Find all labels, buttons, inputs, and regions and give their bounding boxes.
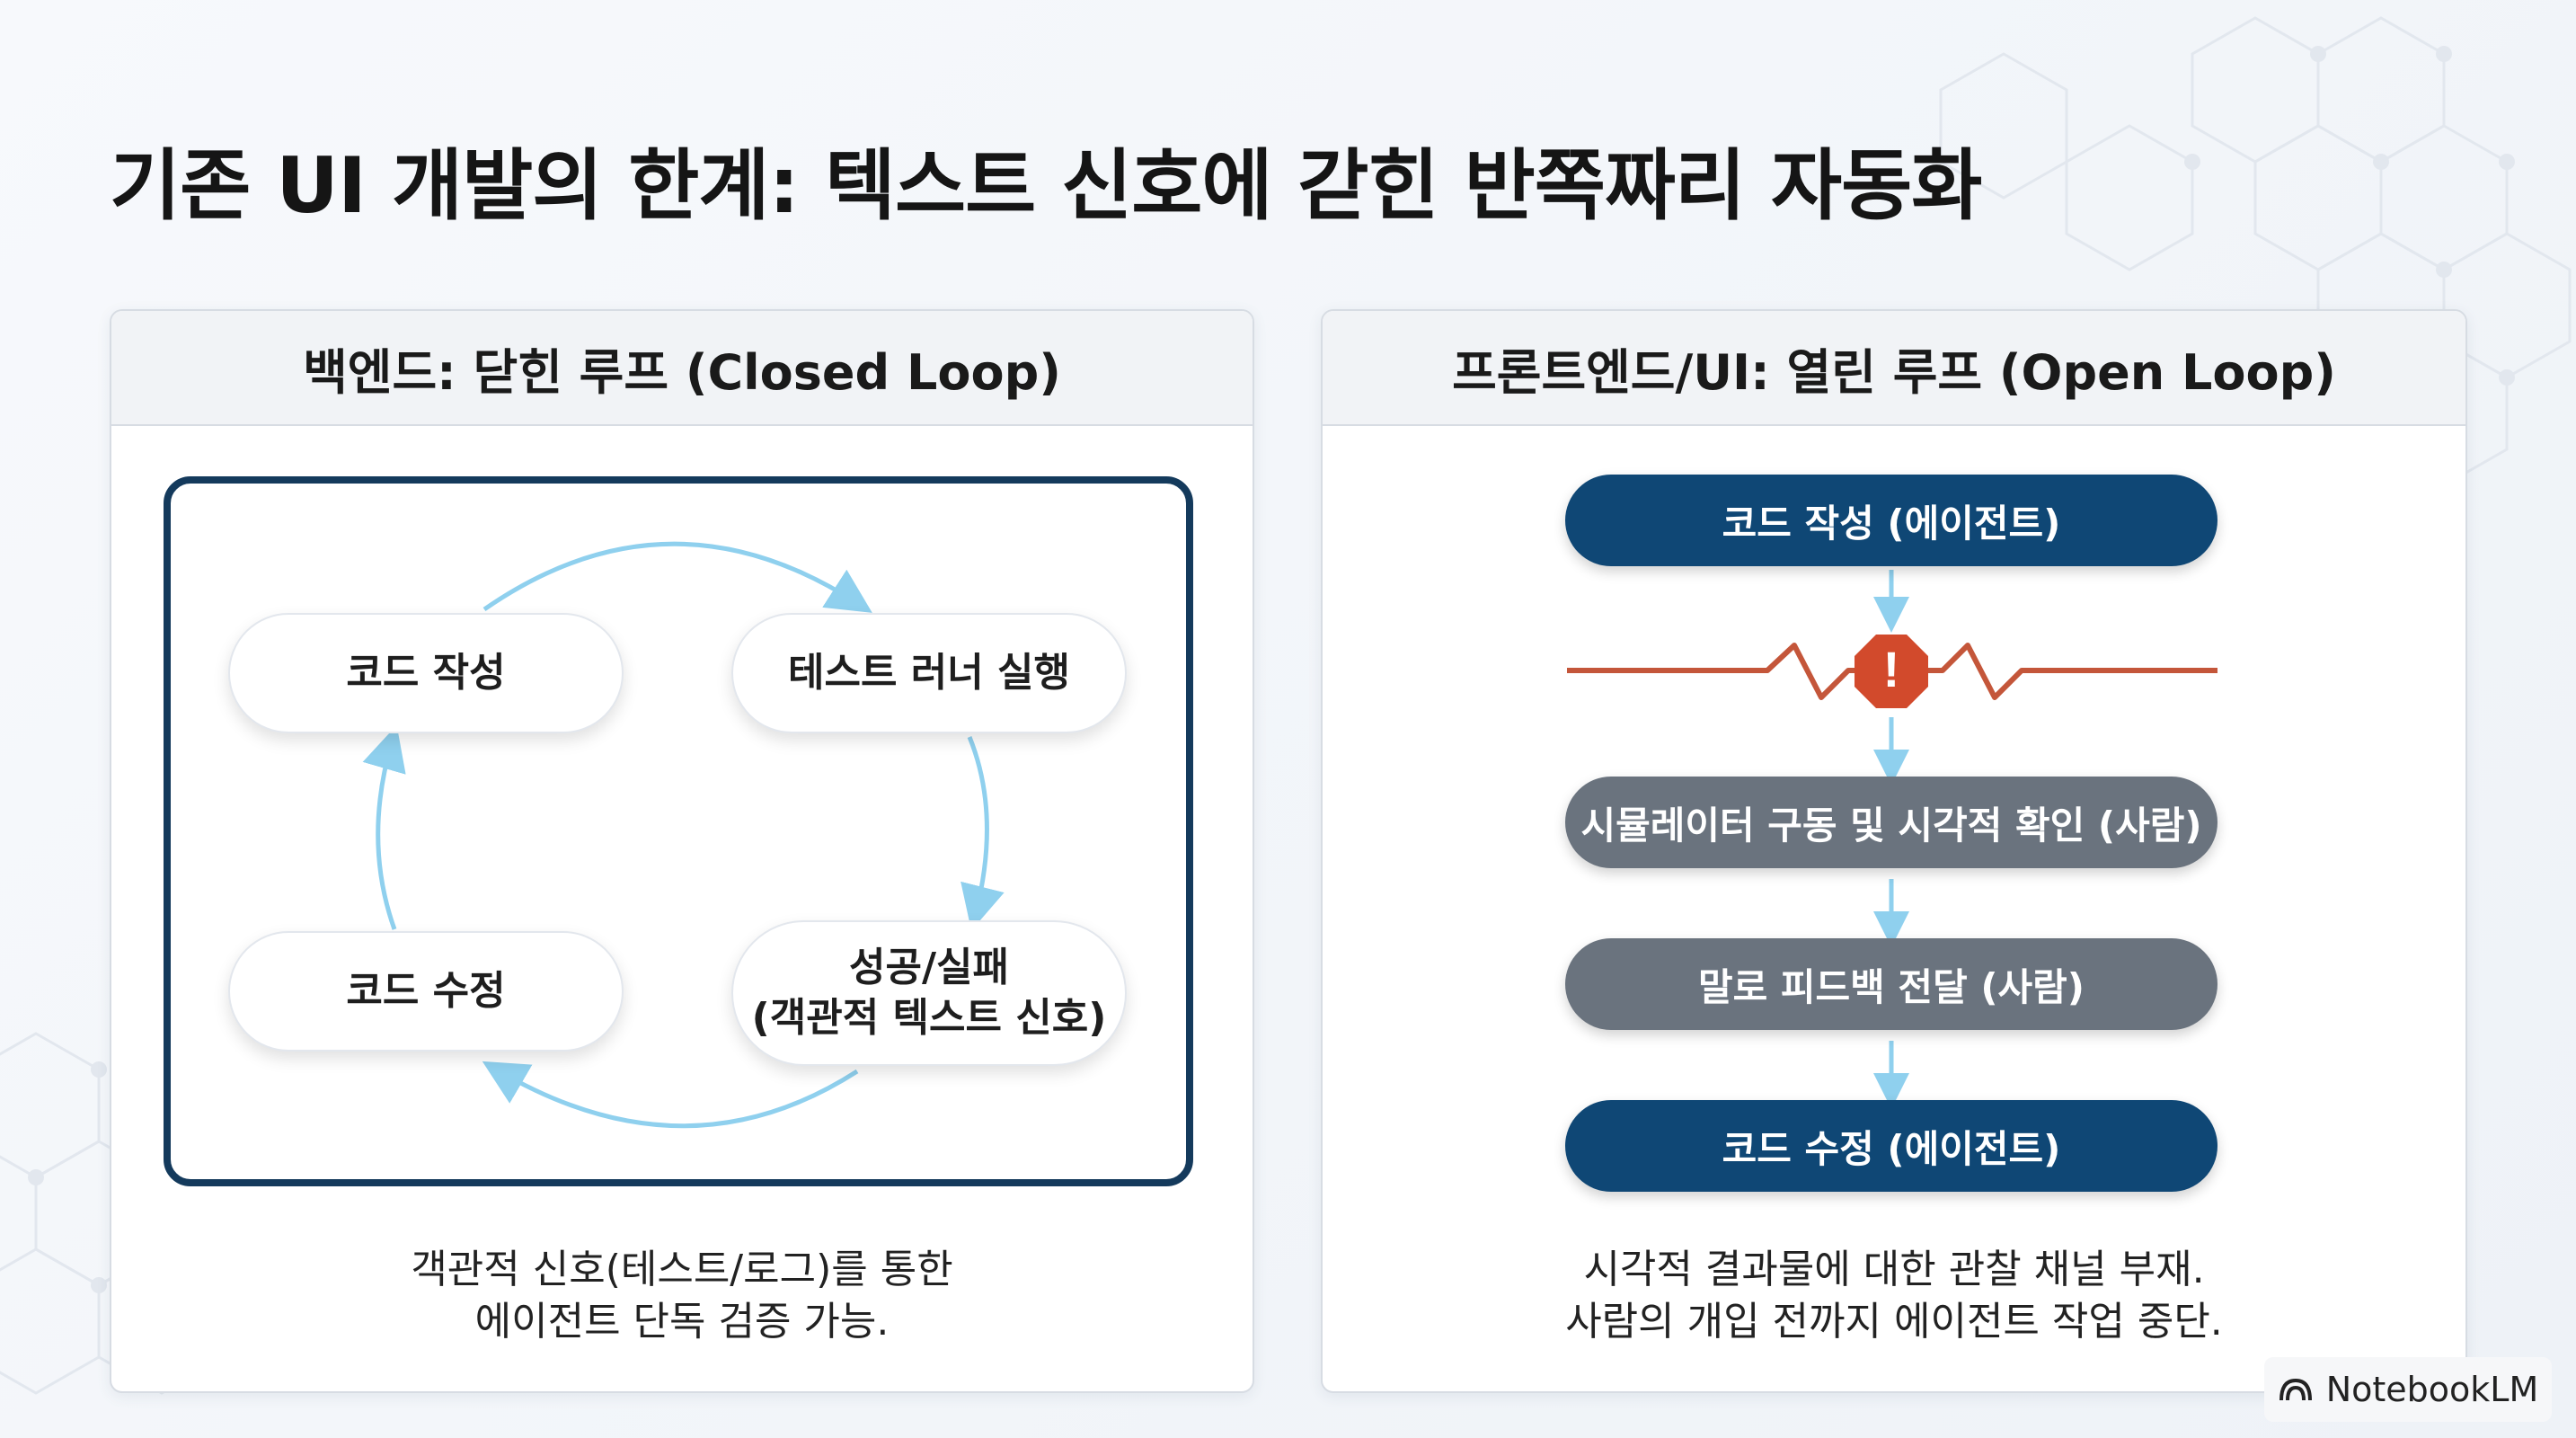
flow-connectors: ! (1567, 570, 2217, 1109)
arrow-fix-to-write (362, 724, 406, 930)
open-loop-caption-line1: 시각적 결과물에 대한 관찰 채널 부재. (1583, 1247, 2205, 1292)
node-result-line2: (객관적 텍스트 신호) (751, 995, 1107, 1041)
loop-arrows (362, 541, 1005, 1129)
page-title: 기존 UI 개발의 한계: 텍스트 신호에 갇힌 반쪽짜리 자동화 (110, 141, 1982, 231)
node-run-tests: 테스트 러너 실행 (731, 613, 1127, 733)
step-verbal-feedback-human: 말로 피드백 전달 (사람) (1565, 938, 2217, 1030)
closed-loop-caption-line2: 에이전트 단독 검증 가능. (474, 1299, 890, 1345)
warning-icon (1855, 635, 1928, 708)
closed-loop-diagram (164, 476, 1193, 1186)
step-simulator-check-human: 시뮬레이터 구동 및 시각적 확인 (사람) (1565, 777, 2217, 868)
open-loop-header: 프론트엔드/UI: 열린 루프 (Open Loop) (1323, 311, 2465, 426)
node-result: 성공/실패 (객관적 텍스트 신호) (731, 920, 1127, 1066)
open-loop-caption: 시각적 결과물에 대한 관찰 채널 부재. 사람의 개입 전까지 에이전트 작업… (1323, 1244, 2465, 1348)
open-loop-caption-line2: 사람의 개입 전까지 에이전트 작업 중단. (1565, 1299, 2223, 1345)
step-write-code-agent: 코드 작성 (에이전트) (1565, 475, 2217, 566)
warning-symbol: ! (1883, 641, 1900, 697)
notebooklm-logo-icon (2279, 1378, 2312, 1401)
closed-loop-header: 백엔드: 닫힌 루프 (Closed Loop) (111, 311, 1253, 426)
node-fix-code: 코드 수정 (228, 931, 624, 1052)
step-fix-code-agent: 코드 수정 (에이전트) (1565, 1100, 2217, 1192)
closed-loop-caption-line1: 객관적 신호(테스트/로그)를 통한 (411, 1247, 953, 1292)
arrow-run-to-result (960, 736, 1005, 931)
arrow-write-to-run (482, 541, 872, 613)
node-write-code: 코드 작성 (228, 613, 624, 733)
node-result-line1: 성공/실패 (848, 945, 1009, 990)
closed-loop-caption: 객관적 신호(테스트/로그)를 통한 에이전트 단독 검증 가능. (111, 1244, 1253, 1348)
arrow-result-to-fix (482, 1061, 859, 1129)
notebooklm-badge: NotebookLM (2264, 1357, 2552, 1422)
closed-loop-panel: 백엔드: 닫힌 루프 (Closed Loop) 코드 작성 테스트 러너 실행… (110, 309, 1254, 1393)
brand-label: NotebookLM (2325, 1370, 2539, 1409)
open-loop-panel: 프론트엔드/UI: 열린 루프 (Open Loop) ! 코드 작성 (에이전… (1321, 309, 2467, 1393)
